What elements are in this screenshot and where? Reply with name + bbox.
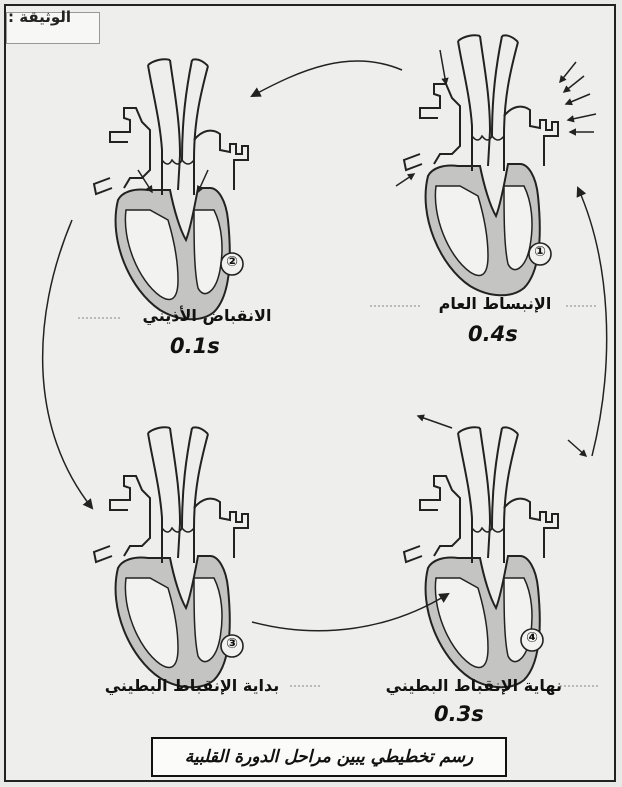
arrow-4-to-1: [578, 188, 607, 456]
heart-stage-2: [94, 59, 248, 319]
arrow-1-to-2: [252, 61, 402, 96]
caption-box: رسم تخطيطي يبين مراحل الدورة القلبية: [151, 737, 507, 777]
stage-2-duration: 0.1s: [170, 334, 220, 358]
stage-4-number: ④: [520, 630, 544, 646]
stage-1-duration: 0.4s: [468, 322, 518, 346]
heart-stage-4: [404, 416, 586, 687]
arrow-2-to-3: [43, 220, 92, 508]
heart-stage-1: [396, 35, 596, 295]
stage-3-label: بداية الإنقباط البطيني: [94, 676, 290, 695]
stage-2-label: الانقباض الأذيني: [122, 306, 292, 325]
stage-1-number: ①: [528, 244, 552, 260]
caption-text: رسم تخطيطي يبين مراحل الدورة القلبية: [185, 747, 473, 767]
stage-2-number: ②: [220, 254, 244, 270]
stage-4-duration: 0.3s: [434, 702, 484, 726]
stage-4-label: نهاية الإنقباط البطيني: [392, 676, 562, 695]
stage-3-number: ③: [220, 636, 244, 652]
arrow-3-to-4: [252, 594, 448, 631]
stage-1-label: الإنبساط العام: [420, 294, 570, 313]
